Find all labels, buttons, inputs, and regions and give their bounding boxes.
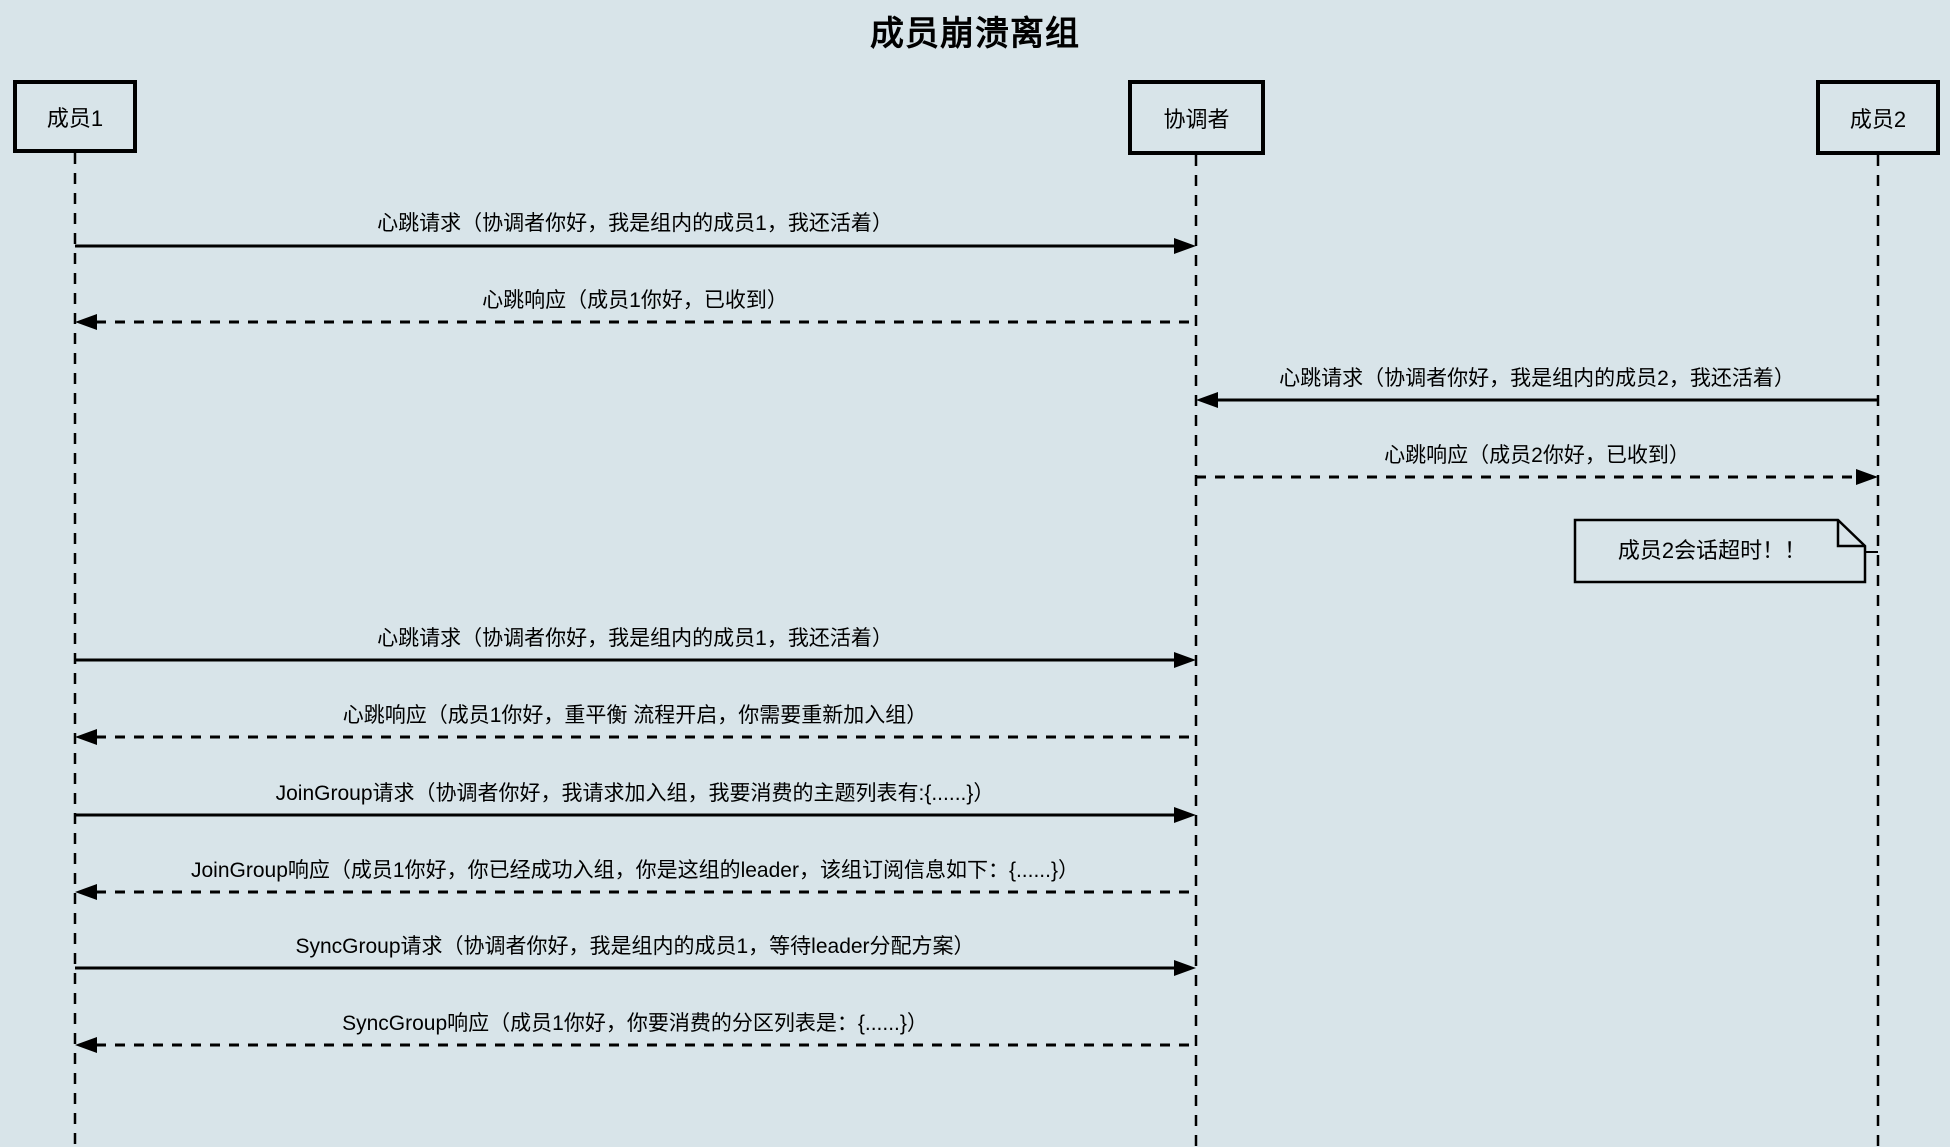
message-6-label: 心跳响应（成员1你好，重平衡 流程开启，你需要重新加入组） xyxy=(342,704,928,727)
message-2-heartbeat-response-arrow xyxy=(75,314,1196,330)
message-1-heartbeat-request-arrow xyxy=(75,238,1196,254)
actor-member1-label: 成员1 xyxy=(46,105,104,131)
message-1-label: 心跳请求（协调者你好，我是组内的成员1，我还活着） xyxy=(377,212,893,235)
message-8-label: JoinGroup响应（成员1你好，你已经成功入组，你是这组的leader，该组… xyxy=(191,859,1079,882)
arrowhead-right-icon xyxy=(1174,238,1196,254)
arrowhead-right-icon xyxy=(1856,469,1878,485)
message-5-label: 心跳请求（协调者你好，我是组内的成员1，我还活着） xyxy=(377,627,893,650)
message-7-label: JoinGroup请求（协调者你好，我请求加入组，我要消费的主题列表有:{...… xyxy=(275,782,995,805)
message-4-label: 心跳响应（成员2你好，已收到） xyxy=(1384,444,1690,467)
message-3-label: 心跳请求（协调者你好，我是组内的成员2，我还活着） xyxy=(1279,367,1795,390)
actor-coordinator-label: 协调者 xyxy=(1163,106,1230,132)
arrowhead-left-icon xyxy=(75,884,97,900)
message-4-heartbeat-response-arrow xyxy=(1196,469,1878,485)
message-10-label: SyncGroup响应（成员1你好，你要消费的分区列表是：{......}） xyxy=(342,1012,928,1035)
message-9-label: SyncGroup请求（协调者你好，我是组内的成员1，等待leader分配方案） xyxy=(295,935,975,958)
note-session-timeout-text: 成员2会话超时！！ xyxy=(1617,538,1807,563)
diagram-title: 成员崩溃离组 xyxy=(870,15,1080,53)
arrowhead-left-icon xyxy=(1196,392,1218,408)
arrowhead-left-icon xyxy=(75,314,97,330)
actor-member1: 成员1 xyxy=(13,80,137,153)
message-9-syncgroup-request-arrow xyxy=(75,960,1196,976)
note-session-timeout-shape xyxy=(1573,518,1878,584)
arrowhead-left-icon xyxy=(75,729,97,745)
arrowhead-left-icon xyxy=(75,1037,97,1053)
message-2-label: 心跳响应（成员1你好，已收到） xyxy=(482,289,788,312)
actor-coordinator: 协调者 xyxy=(1128,80,1265,155)
actor-member2-label: 成员2 xyxy=(1849,106,1907,132)
arrowhead-right-icon xyxy=(1174,652,1196,668)
arrowhead-right-icon xyxy=(1174,807,1196,823)
arrowhead-right-icon xyxy=(1174,960,1196,976)
actor-member2: 成员2 xyxy=(1816,80,1940,155)
message-10-syncgroup-response-arrow xyxy=(75,1037,1196,1053)
note-fold-icon xyxy=(1836,520,1865,548)
message-3-heartbeat-request-arrow xyxy=(1196,392,1878,408)
message-6-heartbeat-response-arrow xyxy=(75,729,1196,745)
message-8-joingroup-response-arrow xyxy=(75,884,1196,900)
message-7-joingroup-request-arrow xyxy=(75,807,1196,823)
message-5-heartbeat-request-arrow xyxy=(75,652,1196,668)
